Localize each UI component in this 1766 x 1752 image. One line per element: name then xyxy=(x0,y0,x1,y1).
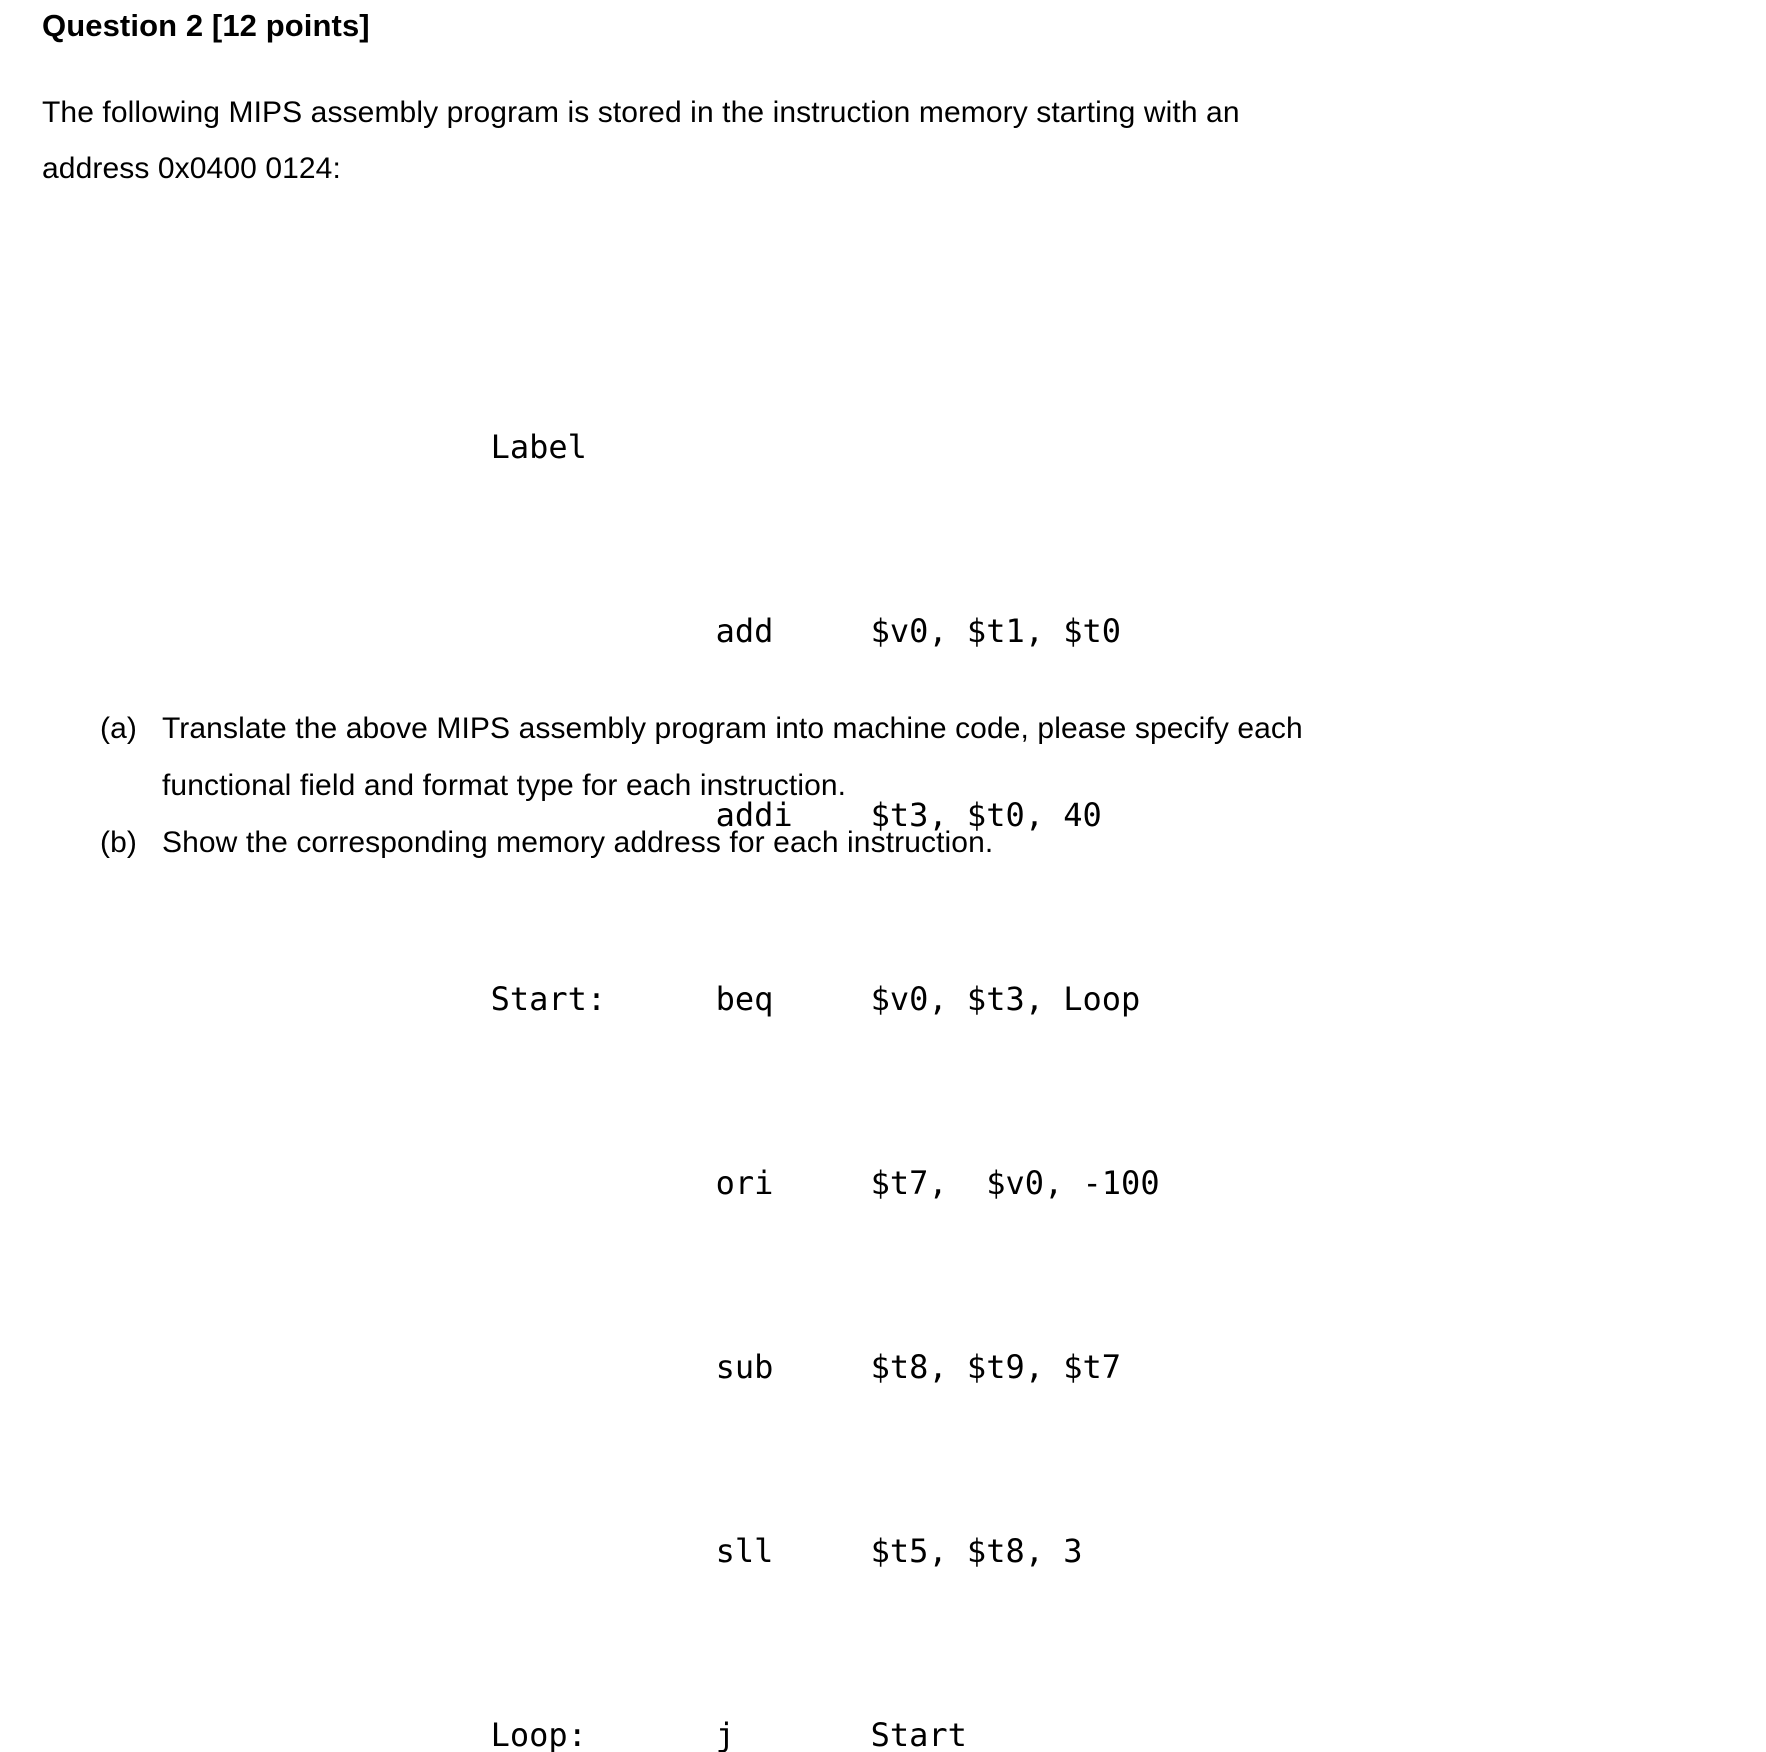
subquestion-b-body: Show the corresponding memory address fo… xyxy=(162,814,1700,871)
code-row: addi $t3, $t0, 40 xyxy=(375,746,1160,834)
page-title: Question 2 [12 points] xyxy=(42,8,370,43)
code-row: add $v0, $t1, $t0 xyxy=(375,562,1160,650)
intro-paragraph: The following MIPS assembly program is s… xyxy=(42,85,1662,197)
code-row: Loop: j Start xyxy=(375,1666,1160,1752)
code-label: Loop: xyxy=(490,1716,587,1752)
code-operands: $t5, $t8, 3 xyxy=(870,1532,1083,1570)
code-row: sll $t5, $t8, 3 xyxy=(375,1482,1160,1570)
code-operands: $t8, $t9, $t7 xyxy=(870,1348,1122,1386)
intro-line-1: The following MIPS assembly program is s… xyxy=(42,96,1240,129)
code-mnemonic: j xyxy=(715,1716,735,1752)
code-row: sub $t8, $t9, $t7 xyxy=(375,1298,1160,1386)
subquestion-a-line-2: functional field and format type for eac… xyxy=(162,769,847,802)
code-header-label: Label xyxy=(490,428,587,466)
subquestion-a-body: Translate the above MIPS assembly progra… xyxy=(162,700,1700,814)
code-mnemonic: sub xyxy=(715,1348,774,1386)
code-row: ori $t7, $v0, -100 xyxy=(375,1114,1160,1202)
code-mnemonic: add xyxy=(715,612,774,650)
code-operands: $v0, $t1, $t0 xyxy=(870,612,1122,650)
code-operands: $t3, $t0, 40 xyxy=(870,796,1102,834)
assembly-code-listing: Label add$v0, $t1, $t0 addi$t3, $t0, 40 … xyxy=(375,240,1160,1752)
intro-line-2: address 0x0400 0124: xyxy=(42,152,341,185)
code-header-row: Label xyxy=(375,378,1160,466)
code-mnemonic: addi xyxy=(715,796,793,834)
subquestion-a-line-1: Translate the above MIPS assembly progra… xyxy=(162,712,1303,745)
code-row: Start: beq $v0, $t3, Loop xyxy=(375,930,1160,1018)
code-mnemonic: beq xyxy=(715,980,774,1018)
code-operands: $t7, $v0, -100 xyxy=(870,1164,1160,1202)
code-mnemonic: ori xyxy=(715,1164,774,1202)
subquestion-a: (a) Translate the above MIPS assembly pr… xyxy=(100,700,1700,814)
code-mnemonic: sll xyxy=(715,1532,774,1570)
document-page: Question 2 [12 points] The following MIP… xyxy=(42,8,1700,1752)
subquestion-a-marker: (a) xyxy=(100,712,137,745)
code-label: Start: xyxy=(490,980,607,1018)
code-operands: $v0, $t3, Loop xyxy=(870,980,1141,1018)
subquestion-b: (b) Show the corresponding memory addres… xyxy=(100,814,1700,871)
subquestion-b-marker: (b) xyxy=(100,826,137,859)
code-operands: Start xyxy=(870,1716,967,1752)
subquestion-b-line-1: Show the corresponding memory address fo… xyxy=(162,826,994,859)
subquestion-list: (a) Translate the above MIPS assembly pr… xyxy=(100,700,1700,871)
